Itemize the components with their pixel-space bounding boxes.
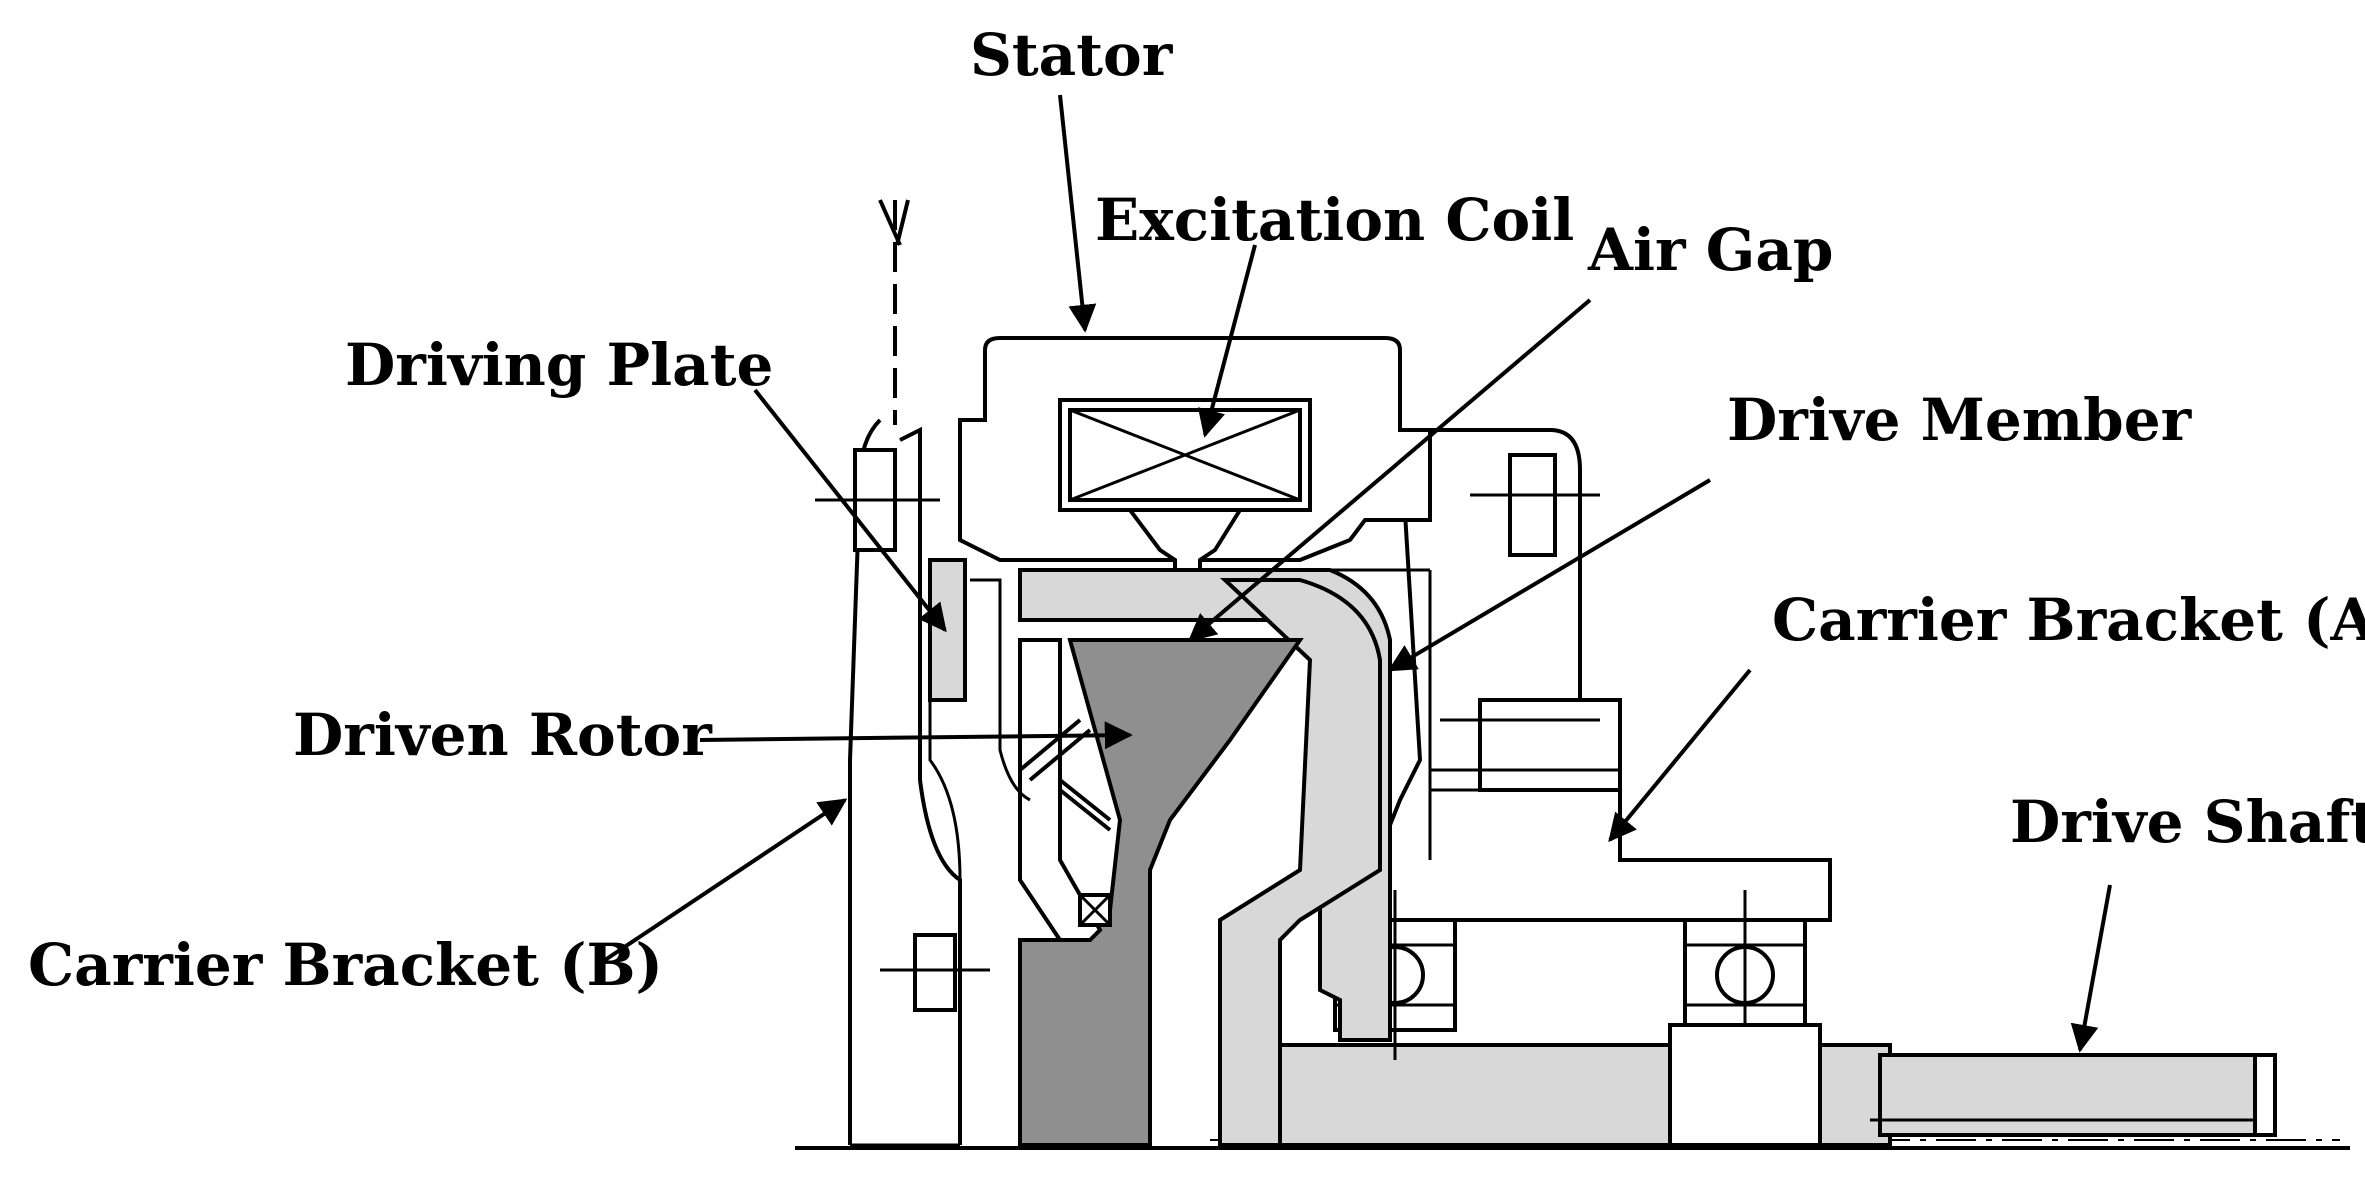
leaders [603,94,2112,1053]
carrier-bracket-b [815,199,990,1147]
labels: Stator Excitation Coil Air Gap Driving P… [28,21,2365,999]
carrier-bracket-a [1338,428,1832,922]
bearing-right [1668,890,1822,1147]
air-gap-leader [1187,298,1592,642]
label-carrier-bracket-b: Carrier Bracket (B) [28,931,663,999]
label-driving-plate: Driving Plate [345,331,773,399]
carrier-bracket-b-leader [603,798,848,962]
drive-member-leader [1387,478,1712,672]
label-carrier-bracket-a: Carrier Bracket (A) [1772,586,2365,654]
label-stator: Stator [970,21,1174,89]
driven-rotor-leader [699,721,1133,750]
housing-lines [928,560,1432,881]
drive-shaft-leader [2070,884,2112,1053]
label-drive-member: Drive Member [1727,386,2193,454]
label-excitation-coil: Excitation Coil [1095,186,1574,254]
label-drive-shaft: Drive Shaft [2010,788,2365,856]
stator-leader [1058,94,1097,333]
driving-plate-leader [753,388,947,633]
driven-rotor [1018,638,1304,1147]
excitation-coil-leader [1197,244,1257,438]
stator [958,336,1432,602]
drive-member [1218,578,1382,1147]
label-driven-rotor: Driven Rotor [293,701,713,769]
label-air-gap: Air Gap [1587,216,1833,284]
carrier-bracket-a-leader [1608,668,1752,843]
